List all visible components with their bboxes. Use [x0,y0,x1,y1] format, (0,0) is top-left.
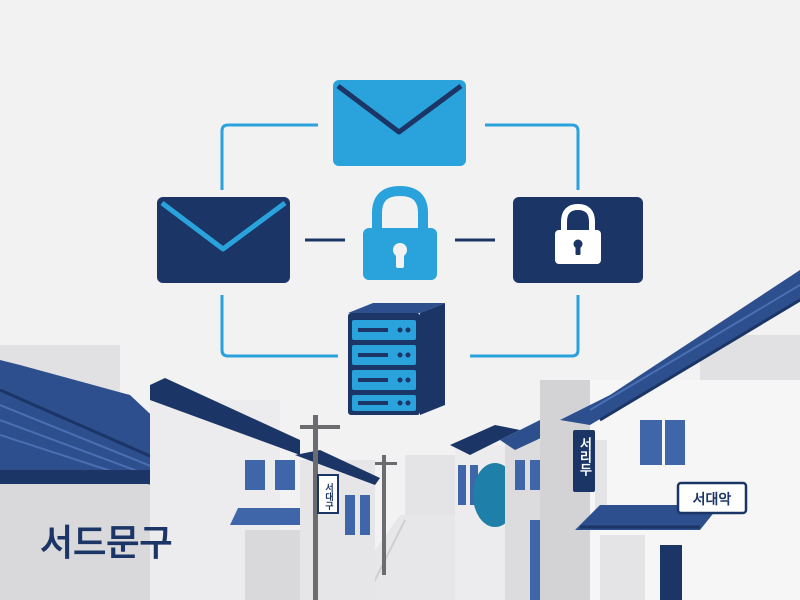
pole-crossbar [300,425,340,429]
window-frame [662,420,665,465]
window [245,460,265,490]
window [470,465,478,505]
wall-pillar [595,440,607,520]
padlock-icon [513,197,643,283]
house-roof [450,425,520,455]
district-wall-sign: 서드문구 [40,523,172,564]
roof-edge [599,298,800,422]
window [515,460,525,490]
window [345,495,355,535]
door [660,545,682,600]
envelope-icon [333,80,466,166]
connector-bottom-right [470,295,580,358]
padlock-icon [363,185,437,280]
window [458,465,466,505]
house-roof [150,378,300,455]
storefront [600,535,645,600]
utility-pole [382,455,386,575]
pole-sign-text: 서대구 [323,482,333,511]
awning [230,508,310,525]
horizontal-shop-sign [676,481,748,515]
hanok-roof-right [560,270,800,425]
pole-sign [317,474,339,514]
roof-tile-line [589,284,800,411]
connector-top-left [220,123,318,190]
horizontal-shop-sign-text: 서대악 [693,491,732,508]
utility-pole [313,415,318,600]
pole-crossbar [375,462,397,465]
storefront [245,530,300,600]
server-rack-icon [348,303,445,415]
vertical-shop-sign [573,430,595,492]
connector-bottom-left [220,295,338,358]
connector-top-right [485,123,580,190]
envelope-icon [157,197,290,283]
window [275,460,295,490]
window [530,460,540,490]
street-scene [0,270,800,600]
window [360,495,370,535]
vertical-shop-sign-text: 서리두 [577,437,592,477]
network-connectors [220,123,580,358]
